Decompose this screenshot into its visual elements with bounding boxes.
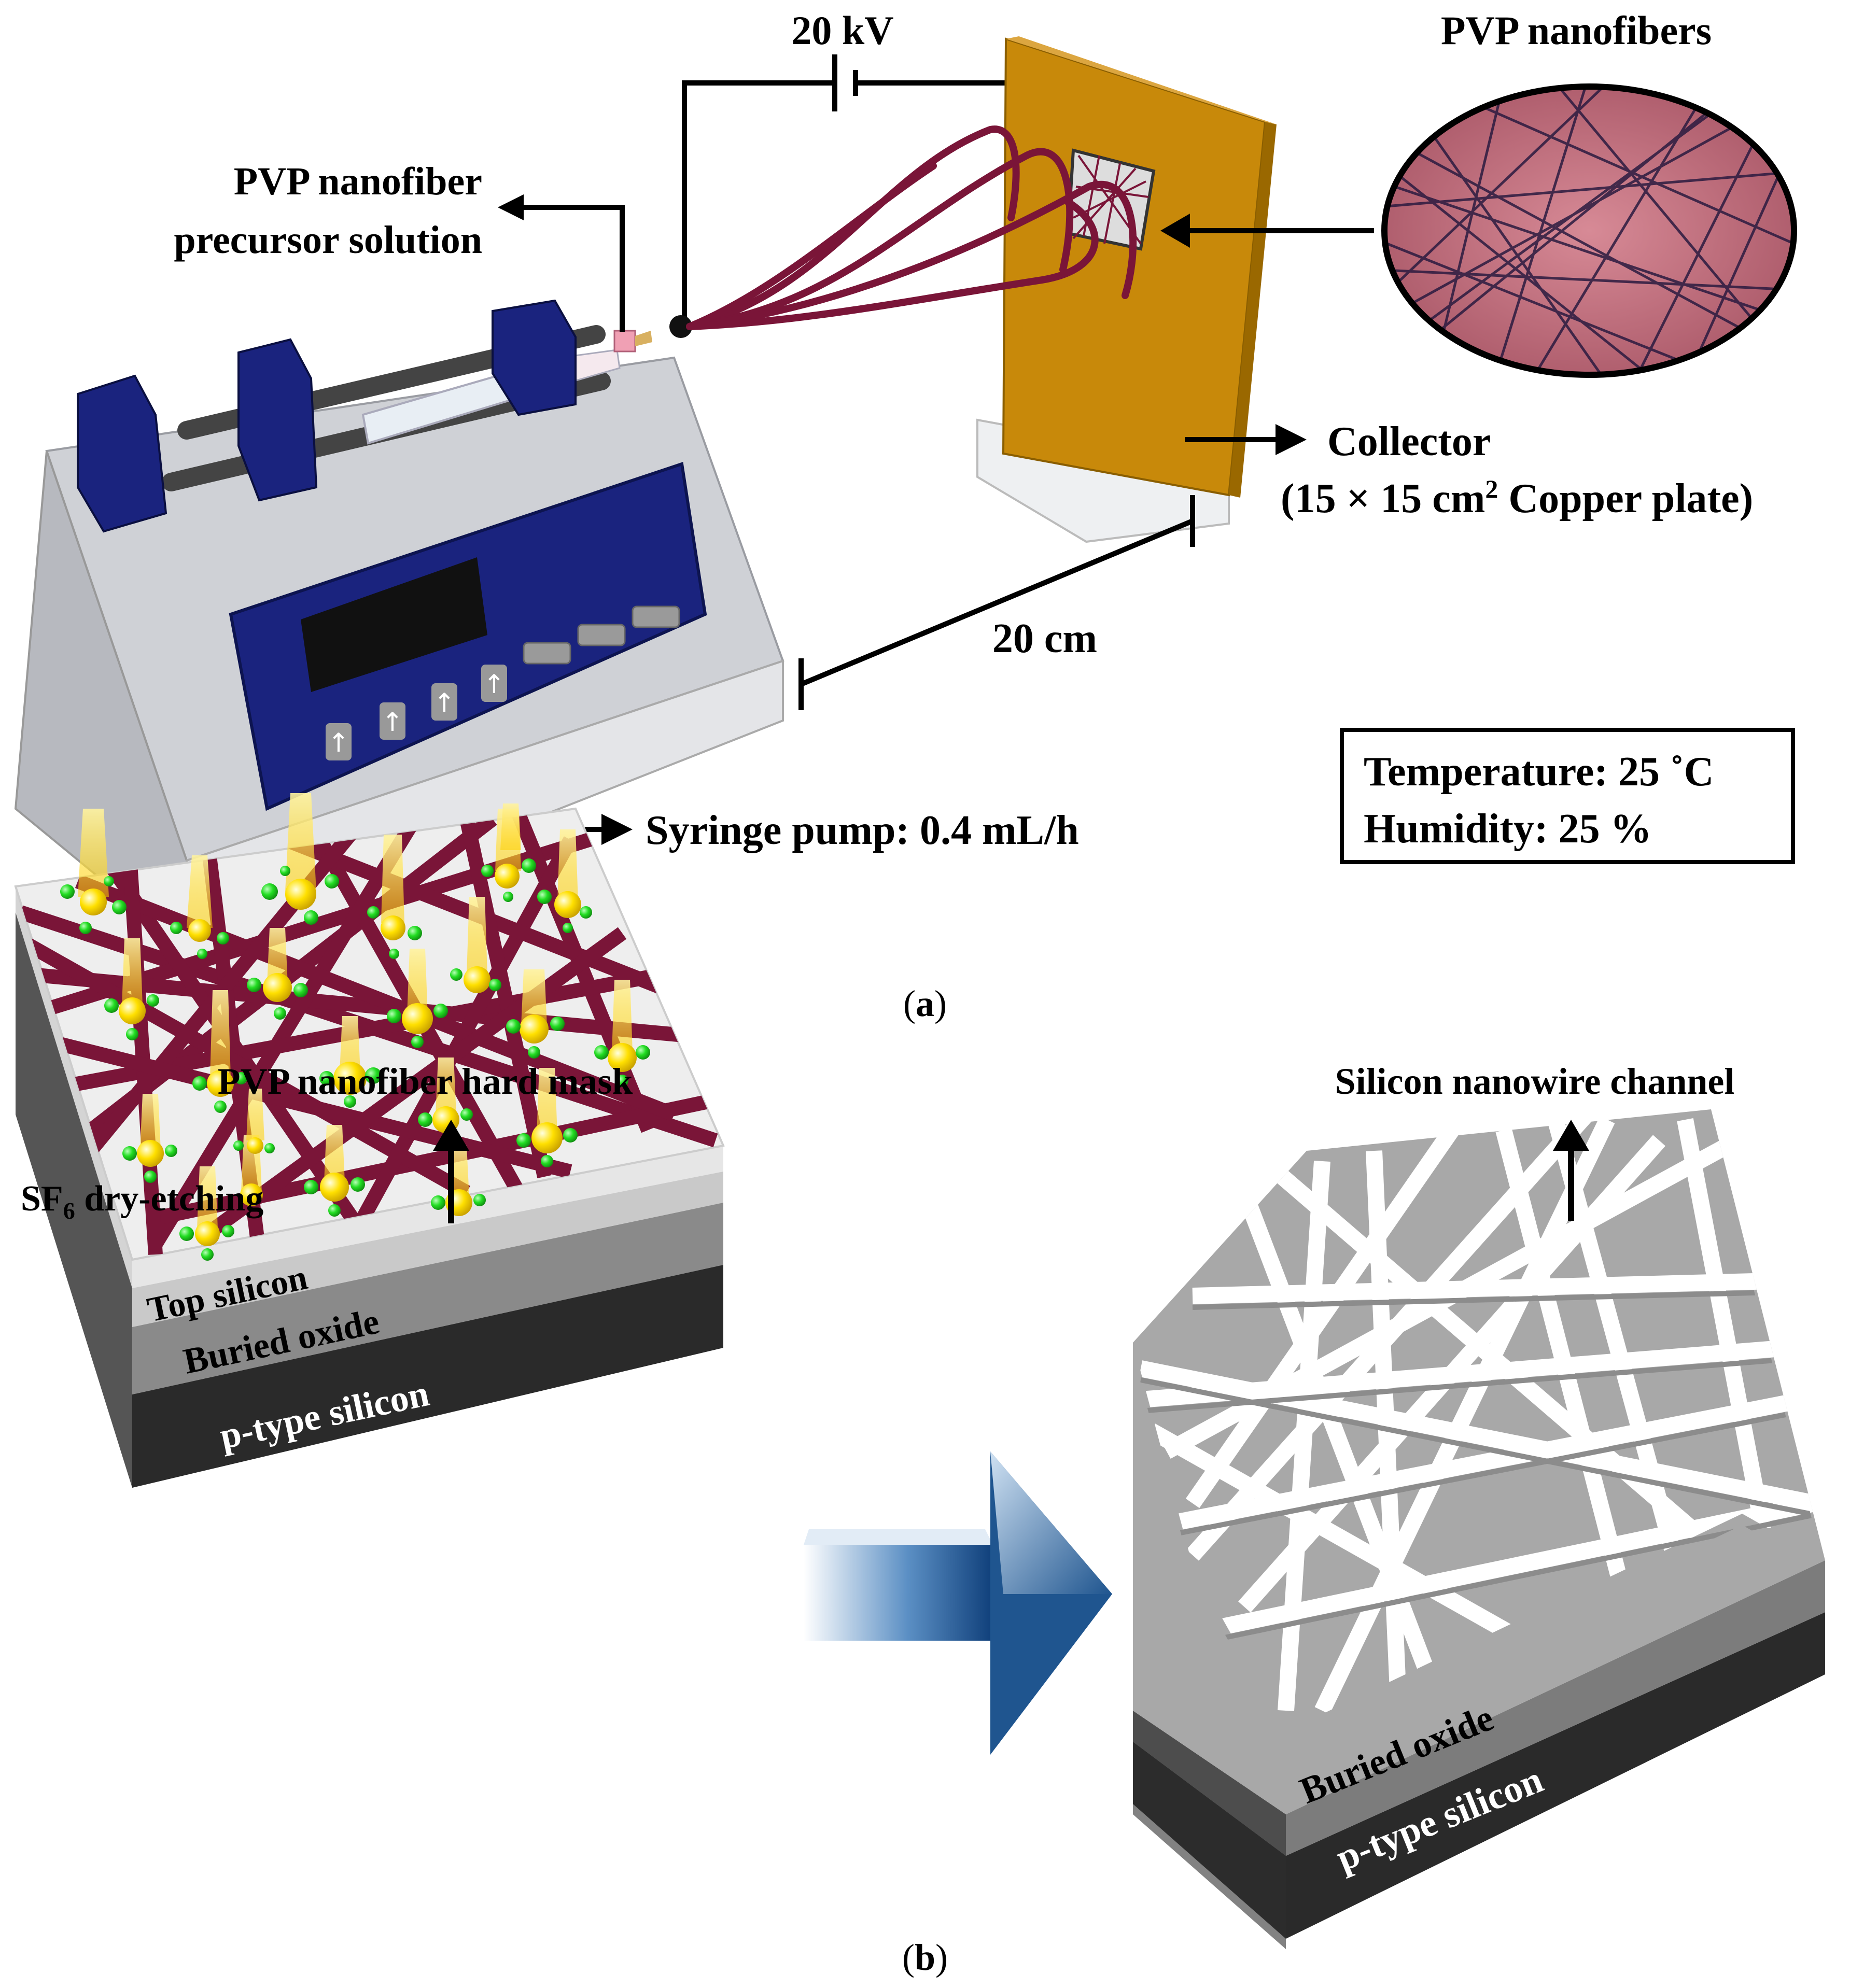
nanowire-shadows <box>1140 1289 1816 1647</box>
up-arrow-icon: ↑ <box>433 688 455 718</box>
panel-b-caption-open: ( <box>902 1937 915 1978</box>
up-arrow-icon: ↑ <box>483 669 505 699</box>
collector-size-part1: (15 × 15 cm <box>1281 476 1485 521</box>
up-arrow-icon: ↑ <box>328 728 349 758</box>
panel-a-caption: (a) <box>903 983 947 1024</box>
panel-b-caption-letter: b <box>915 1937 935 1978</box>
collector-size-part2: Copper plate) <box>1498 476 1753 521</box>
pump-display <box>301 557 487 692</box>
collector-size-superscript: 2 <box>1485 474 1498 503</box>
channel-label: Silicon nanowire channel <box>1335 1061 1735 1102</box>
collector-label: Collector <box>1327 419 1491 464</box>
panel-a-caption-letter: a <box>916 983 934 1024</box>
left-wafer-block: Top silicon Buried oxide p-type silicon <box>14 793 725 1488</box>
panel-b-arrows <box>433 1120 1589 1223</box>
temperature-label: Temperature: 25 ˚C <box>1364 749 1714 795</box>
collector-size-label: (15 × 15 cm2 Copper plate) <box>1281 474 1753 521</box>
nanowire-network <box>1139 1109 1817 1731</box>
panel-b: Top silicon Buried oxide p-type silicon <box>14 793 1825 1978</box>
conditions-box <box>1340 728 1795 864</box>
right-wafer-block: Buried oxide p-type silicon <box>1133 1109 1825 1949</box>
panel-b-caption-close: ) <box>935 1937 948 1978</box>
precursor-label-line2: precursor solution <box>174 218 482 262</box>
panel-a-caption-open: ( <box>903 983 916 1024</box>
nanofiber-micrograph-inset <box>1381 83 1797 378</box>
pump-rate-label: Syringe pump: 0.4 mL/h <box>646 808 1079 853</box>
needle-electrode <box>669 315 692 338</box>
etching-label-rest: dry-etching <box>75 1179 264 1219</box>
etching-label: SF6 dry-etching <box>21 1179 263 1224</box>
pump-up-buttons: ↑ ↑ ↑ ↑ <box>326 665 507 760</box>
precursor-label-line1: PVP nanofiber <box>234 160 482 203</box>
up-arrow-icon: ↑ <box>382 707 403 737</box>
high-voltage-circuit <box>682 54 1042 324</box>
fiber-jet <box>686 125 1137 330</box>
process-arrow <box>804 1451 1112 1755</box>
pump-side-buttons <box>523 605 680 665</box>
distance-label: 20 cm <box>992 616 1097 661</box>
etching-label-sf: SF <box>21 1179 63 1219</box>
inset-title: PVP nanofibers <box>1441 8 1712 53</box>
voltage-label: 20 kV <box>791 8 893 53</box>
panel-b-caption: (b) <box>902 1937 948 1978</box>
pump-clamp-blocks <box>77 299 577 533</box>
panel-a-caption-close: ) <box>934 983 947 1024</box>
mask-label: PVP nanofiber hard mask <box>218 1061 633 1102</box>
humidity-label: Humidity: 25 % <box>1364 806 1652 852</box>
etching-ions <box>60 793 650 1261</box>
etching-label-subscript: 6 <box>63 1197 75 1224</box>
